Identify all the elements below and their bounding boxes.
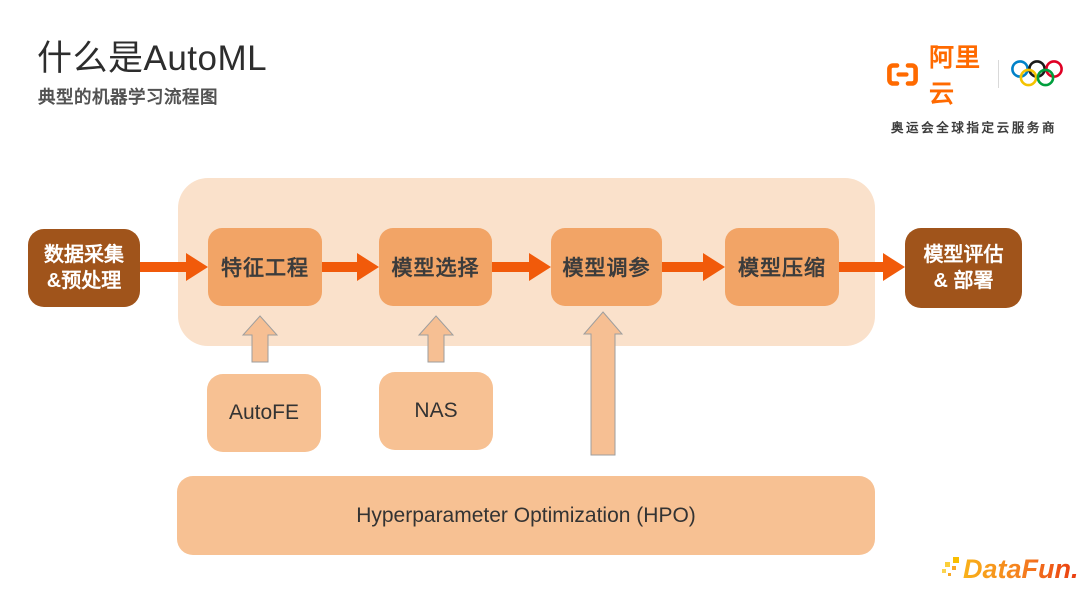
- page-subtitle: 典型的机器学习流程图: [38, 87, 218, 107]
- brand-divider: [997, 60, 999, 88]
- brand-row: 阿里云: [884, 38, 1064, 110]
- node-label: 模型压缩: [738, 257, 826, 280]
- datafun-pixel-sparkle-icon: [942, 557, 962, 581]
- node-feature-engineering: 特征工程: [208, 228, 322, 306]
- node-autofe: AutoFE: [207, 374, 321, 452]
- brand-tagline: 奥运会全球指定云服务商: [890, 121, 1058, 135]
- datafun-logo: DataFun.: [942, 554, 1079, 585]
- node-label: AutoFE: [228, 401, 300, 424]
- node-model-tuning: 模型调参: [551, 228, 662, 306]
- page-title: 什么是AutoML: [37, 39, 268, 78]
- node-label: 模型调参: [562, 257, 651, 280]
- brand-name: 阿里云: [929, 44, 982, 108]
- datafun-wordmark: DataFun.: [963, 554, 1079, 584]
- node-label: 模型选择: [391, 257, 480, 280]
- node-label-line: 模型评估: [923, 244, 1004, 266]
- node-label-line: 数据采集: [44, 244, 124, 266]
- node-hpo: Hyperparameter Optimization (HPO): [177, 476, 875, 555]
- node-label: Hyperparameter Optimization (HPO): [356, 503, 696, 527]
- node-data-collection: 数据采集 &预处理: [28, 229, 140, 307]
- olympic-rings-icon: [1010, 58, 1064, 90]
- alibaba-cloud-bracket-icon: [884, 61, 921, 88]
- node-model-selection: 模型选择: [379, 228, 492, 306]
- node-label: 特征工程: [221, 257, 309, 280]
- node-label-line: & 部署: [933, 270, 994, 292]
- node-model-compression: 模型压缩: [725, 228, 839, 306]
- node-label: NAS: [414, 399, 458, 422]
- node-nas: NAS: [379, 372, 493, 450]
- node-model-eval-deploy: 模型评估 & 部署: [905, 228, 1022, 308]
- header-brand: 阿里云 奥运会全球指定云服务商: [884, 38, 1064, 136]
- node-label-line: &预处理: [46, 270, 122, 292]
